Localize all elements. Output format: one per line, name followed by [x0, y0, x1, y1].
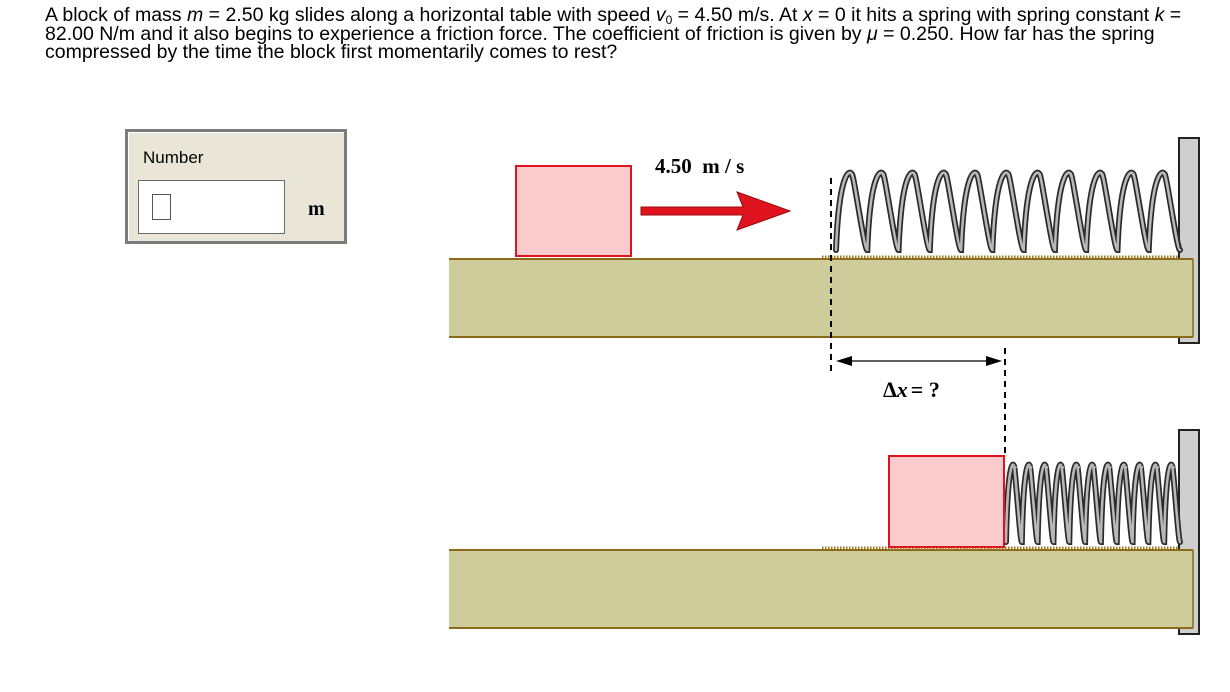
answer-label: Number	[143, 148, 204, 167]
dx-label: Δx= ?	[883, 377, 940, 402]
spring-compressed	[1003, 461, 1183, 546]
block-initial	[515, 165, 632, 257]
answer-unit: m	[308, 198, 325, 220]
block-compressed	[888, 455, 1005, 548]
dx-arrow-left-head	[836, 356, 852, 366]
speed-label: 4.50 m / s	[655, 154, 744, 178]
answer-panel: Number m	[125, 129, 347, 244]
spring-relaxed	[833, 169, 1183, 254]
velocity-arrow	[640, 191, 792, 231]
question-text: A block of mass m = 2.50 kg slides along…	[45, 4, 1182, 63]
dx-arrow-right-head	[986, 356, 1002, 366]
text-cursor	[152, 194, 171, 220]
answer-input[interactable]	[138, 180, 285, 234]
table-top	[449, 259, 1193, 337]
table-bottom	[449, 550, 1193, 628]
